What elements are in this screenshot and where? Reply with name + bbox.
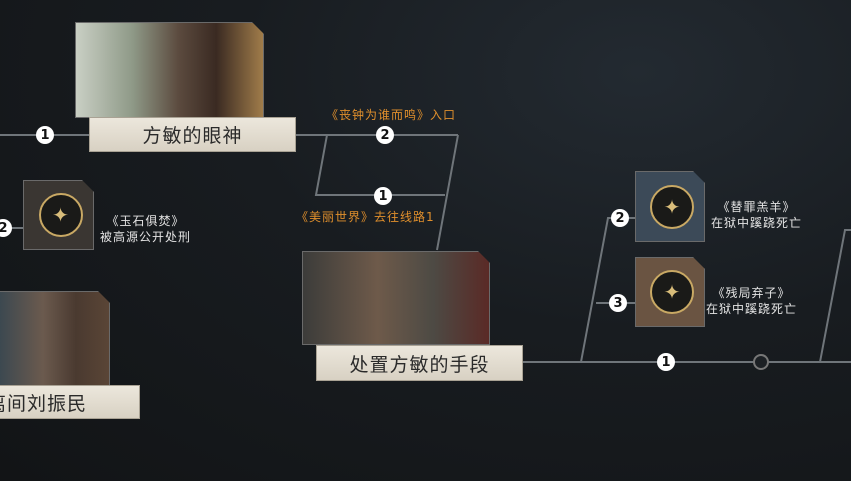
node-handle-fangmin-image[interactable] xyxy=(302,251,490,345)
ending-abandoned-title: 《残局弃子》 xyxy=(712,286,791,300)
ending-abandoned-card[interactable]: ✦ xyxy=(635,257,705,327)
ending-jade-card[interactable]: ✦ xyxy=(23,180,94,250)
link-world-route[interactable]: 《美丽世界》去往线路1 xyxy=(296,210,435,224)
ending-scapegoat-desc: 在狱中蹊跷死亡 xyxy=(711,216,803,230)
node-liu-zhenmin-label[interactable]: 离间刘振民 xyxy=(0,385,140,419)
ending-jade-title: 《玉石俱焚》 xyxy=(106,214,185,228)
locked-node-icon[interactable] xyxy=(753,354,769,370)
branch-number: 1 xyxy=(374,187,392,205)
node-handle-fangmin-label[interactable]: 处置方敏的手段 xyxy=(316,345,523,381)
ending-scapegoat-card[interactable]: ✦ xyxy=(635,171,705,242)
branch-number: 2 xyxy=(0,219,12,237)
ending-jade-desc: 被高源公开处刑 xyxy=(100,230,192,244)
node-liu-zhenmin-image[interactable] xyxy=(0,291,110,386)
branch-number: 1 xyxy=(657,353,675,371)
ending-scapegoat-title: 《替罪羔羊》 xyxy=(717,200,796,214)
branch-number: 3 xyxy=(609,294,627,312)
ending-abandoned-desc: 在狱中蹊跷死亡 xyxy=(706,302,798,316)
ending-abandoned-text: 《残局弃子》 在狱中蹊跷死亡 xyxy=(706,285,797,317)
moth-emblem-icon: ✦ xyxy=(650,270,694,314)
branch-number: 2 xyxy=(376,126,394,144)
node-fangmin-eyes-image[interactable] xyxy=(75,22,264,118)
moth-emblem-icon: ✦ xyxy=(650,185,694,229)
branch-number: 1 xyxy=(36,126,54,144)
ending-scapegoat-text: 《替罪羔羊》 在狱中蹊跷死亡 xyxy=(711,199,802,231)
ending-jade-text: 《玉石俱焚》 被高源公开处刑 xyxy=(100,213,191,245)
link-bell-entry[interactable]: 《丧钟为谁而鸣》入口 xyxy=(326,108,457,122)
moth-emblem-icon: ✦ xyxy=(39,193,83,237)
branch-number: 2 xyxy=(611,209,629,227)
node-fangmin-eyes-label[interactable]: 方敏的眼神 xyxy=(89,117,296,152)
